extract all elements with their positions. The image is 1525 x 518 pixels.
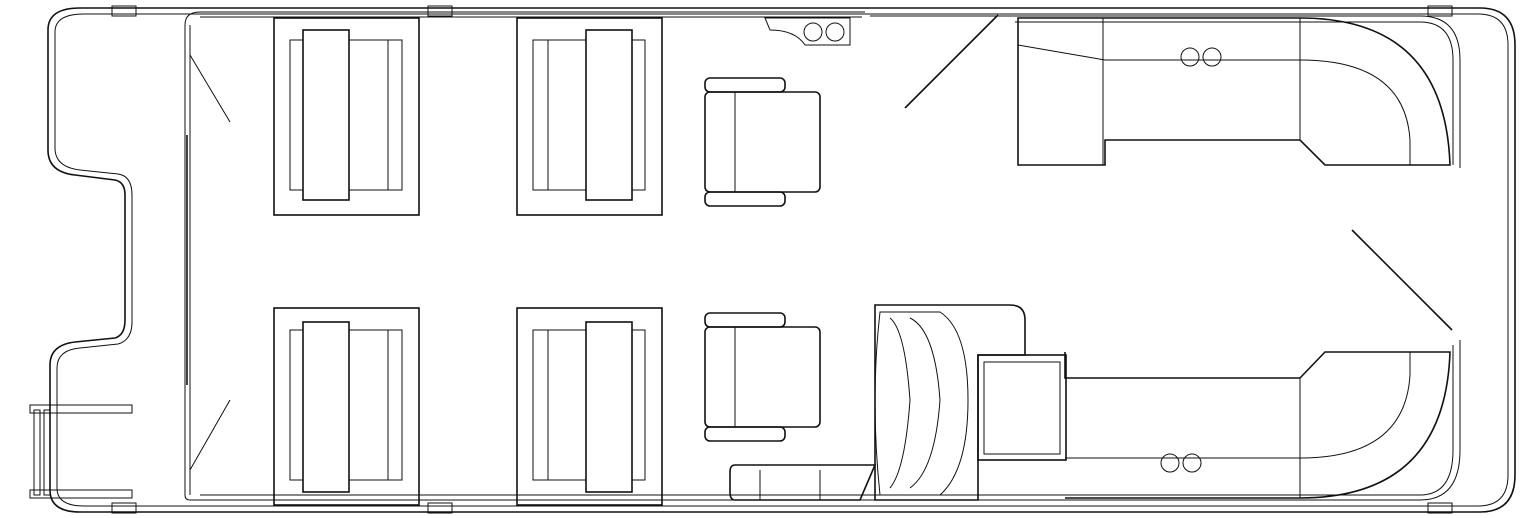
bow-lounge-top-right	[516, 17, 663, 216]
stern-lounge-top	[1017, 17, 1451, 166]
helm-console	[874, 304, 1026, 501]
helm-bench	[729, 464, 877, 501]
stern-lounge-bottom	[1064, 351, 1451, 499]
bow-lounge-top-left	[273, 17, 420, 216]
deck-inner-outline	[54, 13, 1509, 507]
chair-top	[704, 77, 821, 207]
boarding-ladder	[29, 404, 133, 499]
gate-top-left	[189, 54, 231, 123]
gate-right	[1351, 229, 1453, 331]
bow-lounge-bottom-left	[273, 307, 420, 506]
hinges	[111, 5, 1453, 514]
railing-inner	[189, 16, 1454, 496]
cupholder-console-top	[764, 17, 851, 46]
gate-top-mid	[904, 14, 999, 109]
chair-bottom	[704, 312, 821, 442]
bow-lounge-bottom-right	[516, 307, 663, 506]
gate-bottom-left	[189, 399, 231, 471]
deck-outline	[47, 7, 1516, 513]
storage-console	[977, 354, 1067, 461]
railing	[184, 11, 1461, 501]
